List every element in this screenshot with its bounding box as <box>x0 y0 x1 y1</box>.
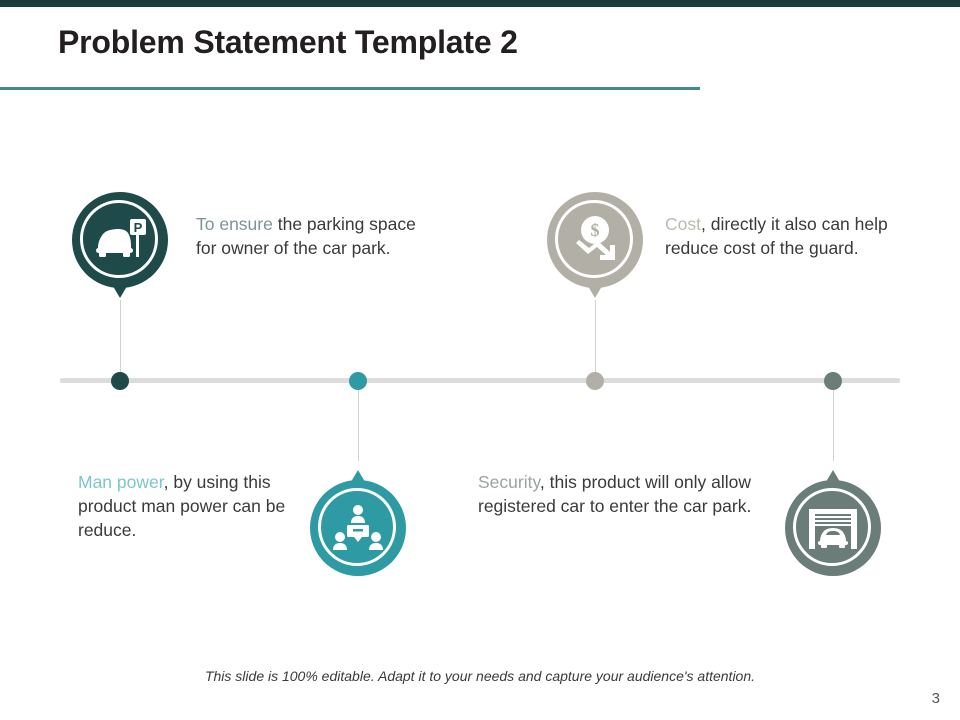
garage-car-entry-icon <box>785 480 881 576</box>
pin-inner-ring <box>80 200 158 278</box>
org-chart-people-icon <box>310 480 406 576</box>
page-number: 3 <box>931 690 940 707</box>
top-accent-bar <box>0 0 960 7</box>
timeline-dot-parking-space[interactable] <box>111 372 129 390</box>
connector-line-man-power <box>358 381 359 461</box>
timeline-dot-security[interactable] <box>824 372 842 390</box>
title-divider-rule <box>0 87 700 90</box>
pin-tail <box>820 470 846 492</box>
item-rest-cost: , directly it also can help reduce cost … <box>665 214 888 258</box>
item-rest-security: , this product will only allow registere… <box>478 472 752 516</box>
pin-inner-ring <box>318 488 396 566</box>
timeline-dot-cost[interactable] <box>586 372 604 390</box>
item-lead-cost: Cost <box>665 214 701 234</box>
pin-marker-parking-space[interactable]: P <box>72 192 168 298</box>
item-lead-parking-space: To ensure <box>196 214 273 234</box>
car-parking-sign-icon: P <box>72 192 168 288</box>
editable-note: This slide is 100% editable. Adapt it to… <box>204 668 756 684</box>
page-title: Problem Statement Template 2 <box>58 24 518 60</box>
pin-tail <box>582 276 608 298</box>
svg-text:P: P <box>134 220 143 235</box>
connector-line-security <box>833 381 834 461</box>
pin-marker-cost[interactable]: $ <box>547 192 643 298</box>
timeline-bar <box>60 378 900 383</box>
item-lead-man-power: Man power <box>78 472 164 492</box>
pin-inner-ring <box>555 200 633 278</box>
pin-marker-security[interactable] <box>785 470 881 576</box>
dollar-arrow-down-icon: $ <box>547 192 643 288</box>
pin-tail <box>345 470 371 492</box>
item-text-man-power: Man power, by using this product man pow… <box>78 470 306 542</box>
pin-tail <box>107 276 133 298</box>
item-text-security: Security, this product will only allow r… <box>478 470 756 518</box>
pin-inner-ring <box>793 488 871 566</box>
connector-line-parking-space <box>120 300 121 380</box>
timeline-dot-man-power[interactable] <box>349 372 367 390</box>
connector-line-cost <box>595 300 596 380</box>
item-rest-parking-space: the parking space for owner of the car p… <box>196 214 416 258</box>
pin-marker-man-power[interactable] <box>310 470 406 576</box>
item-lead-security: Security <box>478 472 540 492</box>
svg-text:$: $ <box>591 220 600 240</box>
item-text-cost: Cost, directly it also can help reduce c… <box>665 212 897 260</box>
item-text-parking-space: To ensure the parking space for owner of… <box>196 212 418 260</box>
item-rest-man-power: , by using this product man power can be… <box>78 472 286 540</box>
